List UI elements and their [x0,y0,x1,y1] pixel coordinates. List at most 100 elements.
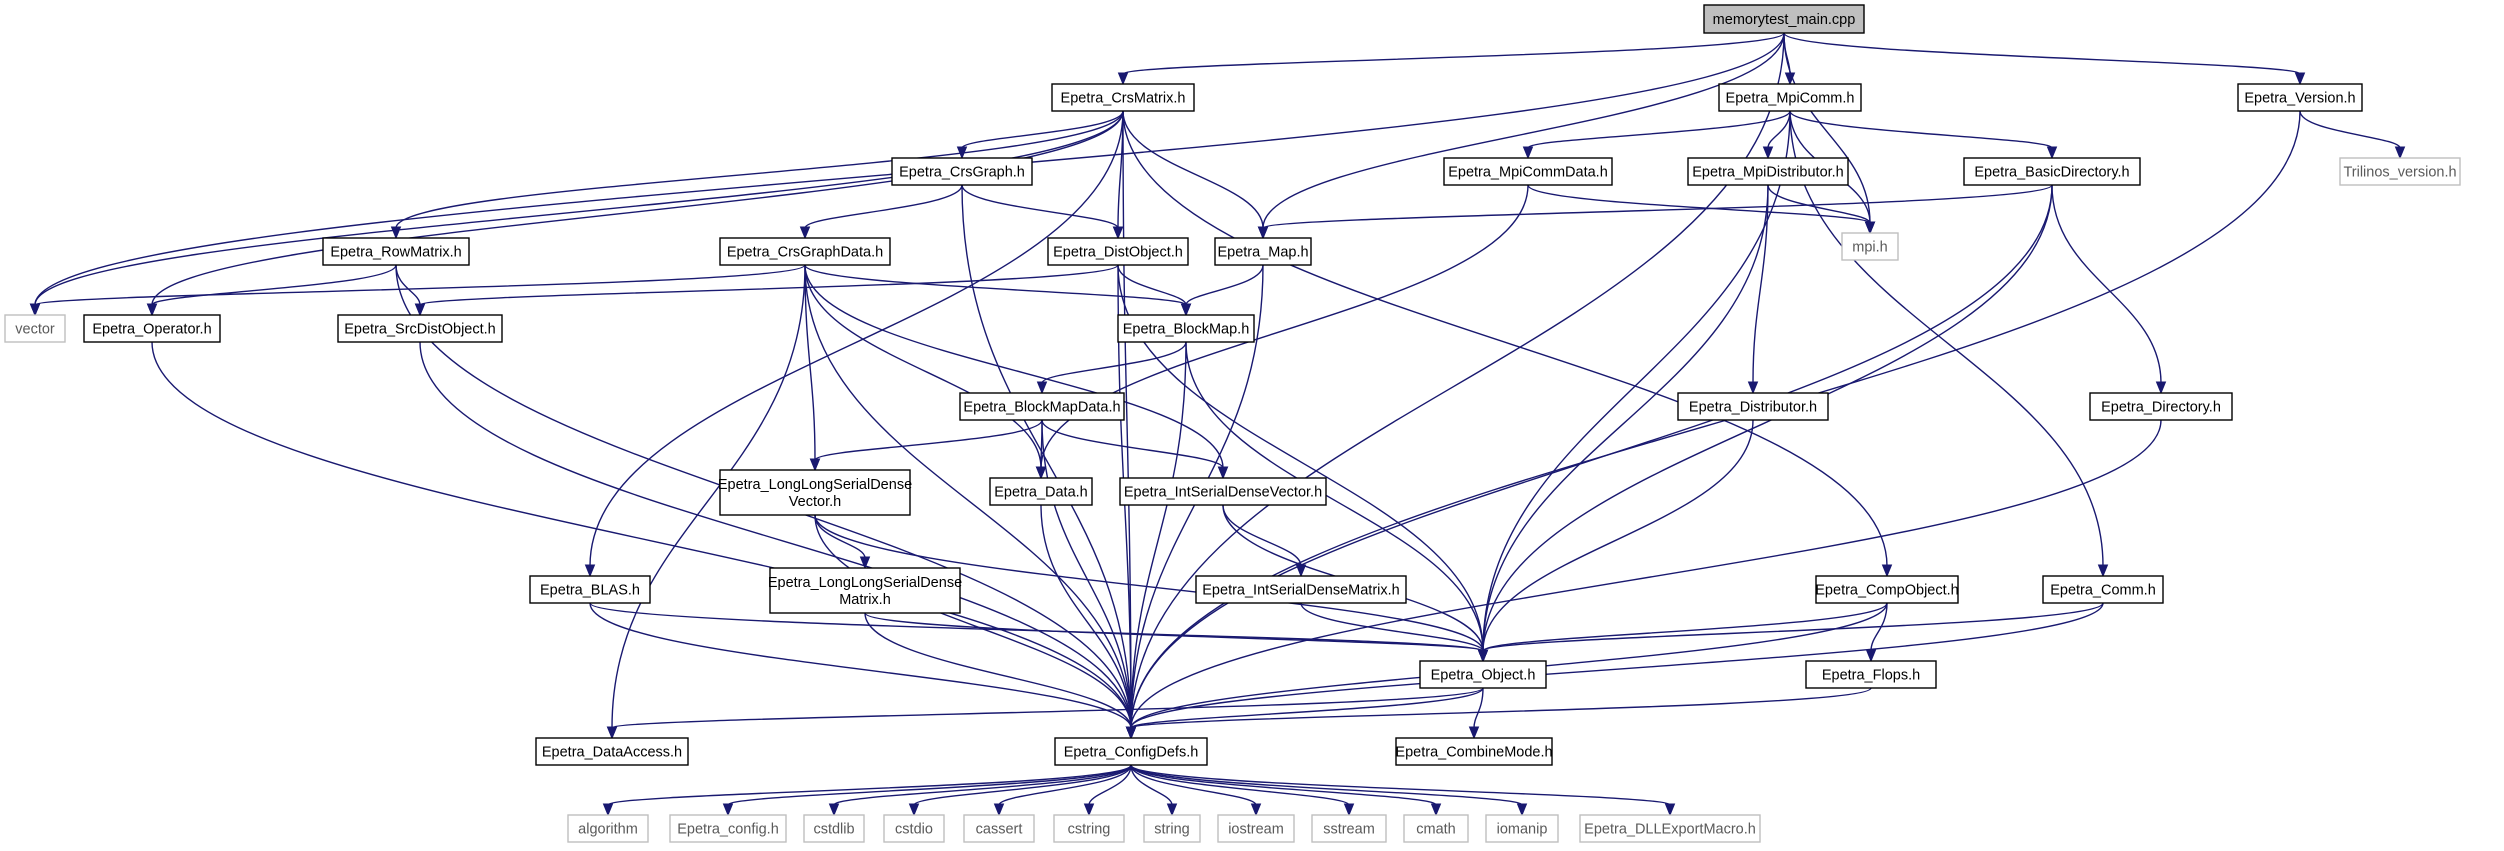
arrowhead-icon [993,803,1005,817]
edge-mpi-comm-to-comm [1789,110,2109,578]
node-label: Epetra_BlockMapData.h [963,400,1120,416]
node-memorytest-main[interactable]: memorytest_main.cpp [1703,4,1865,34]
edge-memorytest-main-to-mpi-comm [1783,32,1796,86]
node-data[interactable]: Epetra_Data.h [989,477,1093,506]
node-label: mpi.h [1852,240,1887,256]
node-string: string [1143,814,1201,843]
edge-config-defs-to-cassert [993,764,1132,817]
arrowhead-icon [1664,803,1676,817]
node-label: Epetra_LongLongSerialDense [768,575,962,591]
node-label: iomanip [1497,822,1548,838]
node-basic-directory[interactable]: Epetra_BasicDirectory.h [1963,157,2141,186]
node-mpi-comm-data[interactable]: Epetra_MpiCommData.h [1443,157,1613,186]
node-int-serial-dense-vector[interactable]: Epetra_IntSerialDenseVector.h [1119,477,1327,506]
node-sstream: sstream [1311,814,1387,843]
arrowhead-icon [1430,803,1442,817]
edge-long-long-serial-dense-vector-to-long-long-serial-dense-matrix [814,514,871,570]
arrowhead-icon [2097,564,2109,578]
node-label: Epetra_MpiComm.h [1726,91,1855,107]
edge-dist-object-to-src-dist-object [414,264,1119,317]
node-box [83,314,221,343]
node-label: Epetra_Data.h [994,485,1088,501]
edge-basic-directory-to-config-defs [1125,184,2053,740]
node-label: vector [15,322,55,338]
edge-crs-matrix-to-map [1122,110,1269,240]
node-label: Matrix.h [839,592,891,608]
arrowhead-icon [1036,381,1048,395]
node-label: cstring [1068,822,1111,838]
edge-basic-directory-to-map [1257,184,2053,240]
node-map[interactable]: Epetra_Map.h [1214,237,1312,266]
node-label: Epetra_ConfigDefs.h [1064,745,1199,761]
node-label: Epetra_IntSerialDenseVector.h [1124,485,1322,501]
node-crs-matrix[interactable]: Epetra_CrsMatrix.h [1051,83,1195,112]
edge-object-to-config-defs [1125,687,1484,740]
node-box [1815,575,1959,604]
node-box [669,814,787,843]
node-iomanip: iomanip [1485,814,1559,843]
node-box [883,814,945,843]
node-box [2237,83,2363,112]
node-box [1703,4,1865,34]
node-combine-mode[interactable]: Epetra_CombineMode.h [1395,737,1553,766]
node-block-map-data[interactable]: Epetra_BlockMapData.h [959,392,1125,421]
node-box [1805,660,1937,689]
arrowhead-icon [908,803,920,817]
node-label: Vector.h [789,494,841,510]
node-row-matrix[interactable]: Epetra_RowMatrix.h [322,237,470,266]
node-blas[interactable]: Epetra_BLAS.h [529,575,651,604]
node-box [1119,477,1327,506]
node-object[interactable]: Epetra_Object.h [1419,660,1547,689]
edge-config-defs-to-cstdlib [828,764,1132,817]
node-box [891,157,1033,186]
node-version[interactable]: Epetra_Version.h [2237,83,2363,112]
node-comm[interactable]: Epetra_Comm.h [2042,575,2164,604]
node-block-map[interactable]: Epetra_BlockMap.h [1117,314,1255,343]
node-config-defs[interactable]: Epetra_ConfigDefs.h [1054,737,1208,766]
node-box [1143,814,1201,843]
node-box [529,575,651,604]
node-box [719,469,911,516]
arrowhead-icon [29,303,41,317]
node-label: Epetra_Map.h [1217,245,1308,261]
edge-flops-to-config-defs [1125,687,1872,740]
arrowhead-icon [2294,72,2306,86]
node-mpi-comm[interactable]: Epetra_MpiComm.h [1718,83,1862,112]
node-box [1053,814,1125,843]
node-flops[interactable]: Epetra_Flops.h [1805,660,1937,689]
arrowhead-icon [2394,146,2406,160]
node-label: iostream [1228,822,1284,838]
node-distributor[interactable]: Epetra_Distributor.h [1677,392,1829,421]
arrowhead-icon [1516,803,1528,817]
node-label: Epetra_CrsMatrix.h [1061,91,1186,107]
node-cstdlib: cstdlib [803,814,865,843]
node-int-serial-dense-matrix[interactable]: Epetra_IntSerialDenseMatrix.h [1195,575,1407,604]
node-label: Epetra_CompObject.h [1815,583,1958,599]
edge-dist-object-to-block-map [1117,264,1192,317]
edge-crs-matrix-to-comp-object [1122,110,1893,578]
node-box [1195,575,1407,604]
arrowhead-icon [1117,72,1129,86]
edge-mpi-comm-to-basic-directory [1789,110,2058,160]
node-operator[interactable]: Epetra_Operator.h [83,314,221,343]
arrowhead-icon [809,458,821,472]
node-comp-object[interactable]: Epetra_CompObject.h [1815,575,1959,604]
node-box [1443,157,1613,186]
node-box [1841,232,1899,261]
node-directory[interactable]: Epetra_Directory.h [2089,392,2233,421]
node-crs-graph-data[interactable]: Epetra_CrsGraphData.h [719,237,891,266]
arrowhead-icon [1112,226,1124,240]
edge-crs-matrix-to-vector [29,110,1124,317]
arrowhead-icon [1035,466,1047,480]
edge-block-map-data-to-int-serial-dense-vector [1041,419,1229,480]
node-mpi-distributor[interactable]: Epetra_MpiDistributor.h [1687,157,1849,186]
node-box [1051,83,1195,112]
node-label: Epetra_RowMatrix.h [330,245,461,261]
node-src-dist-object[interactable]: Epetra_SrcDistObject.h [337,314,503,343]
node-dist-object[interactable]: Epetra_DistObject.h [1047,237,1189,266]
edge-block-map-data-to-long-long-serial-dense-vector [809,419,1043,472]
node-crs-graph[interactable]: Epetra_CrsGraph.h [891,157,1033,186]
node-data-access[interactable]: Epetra_DataAccess.h [535,737,689,766]
